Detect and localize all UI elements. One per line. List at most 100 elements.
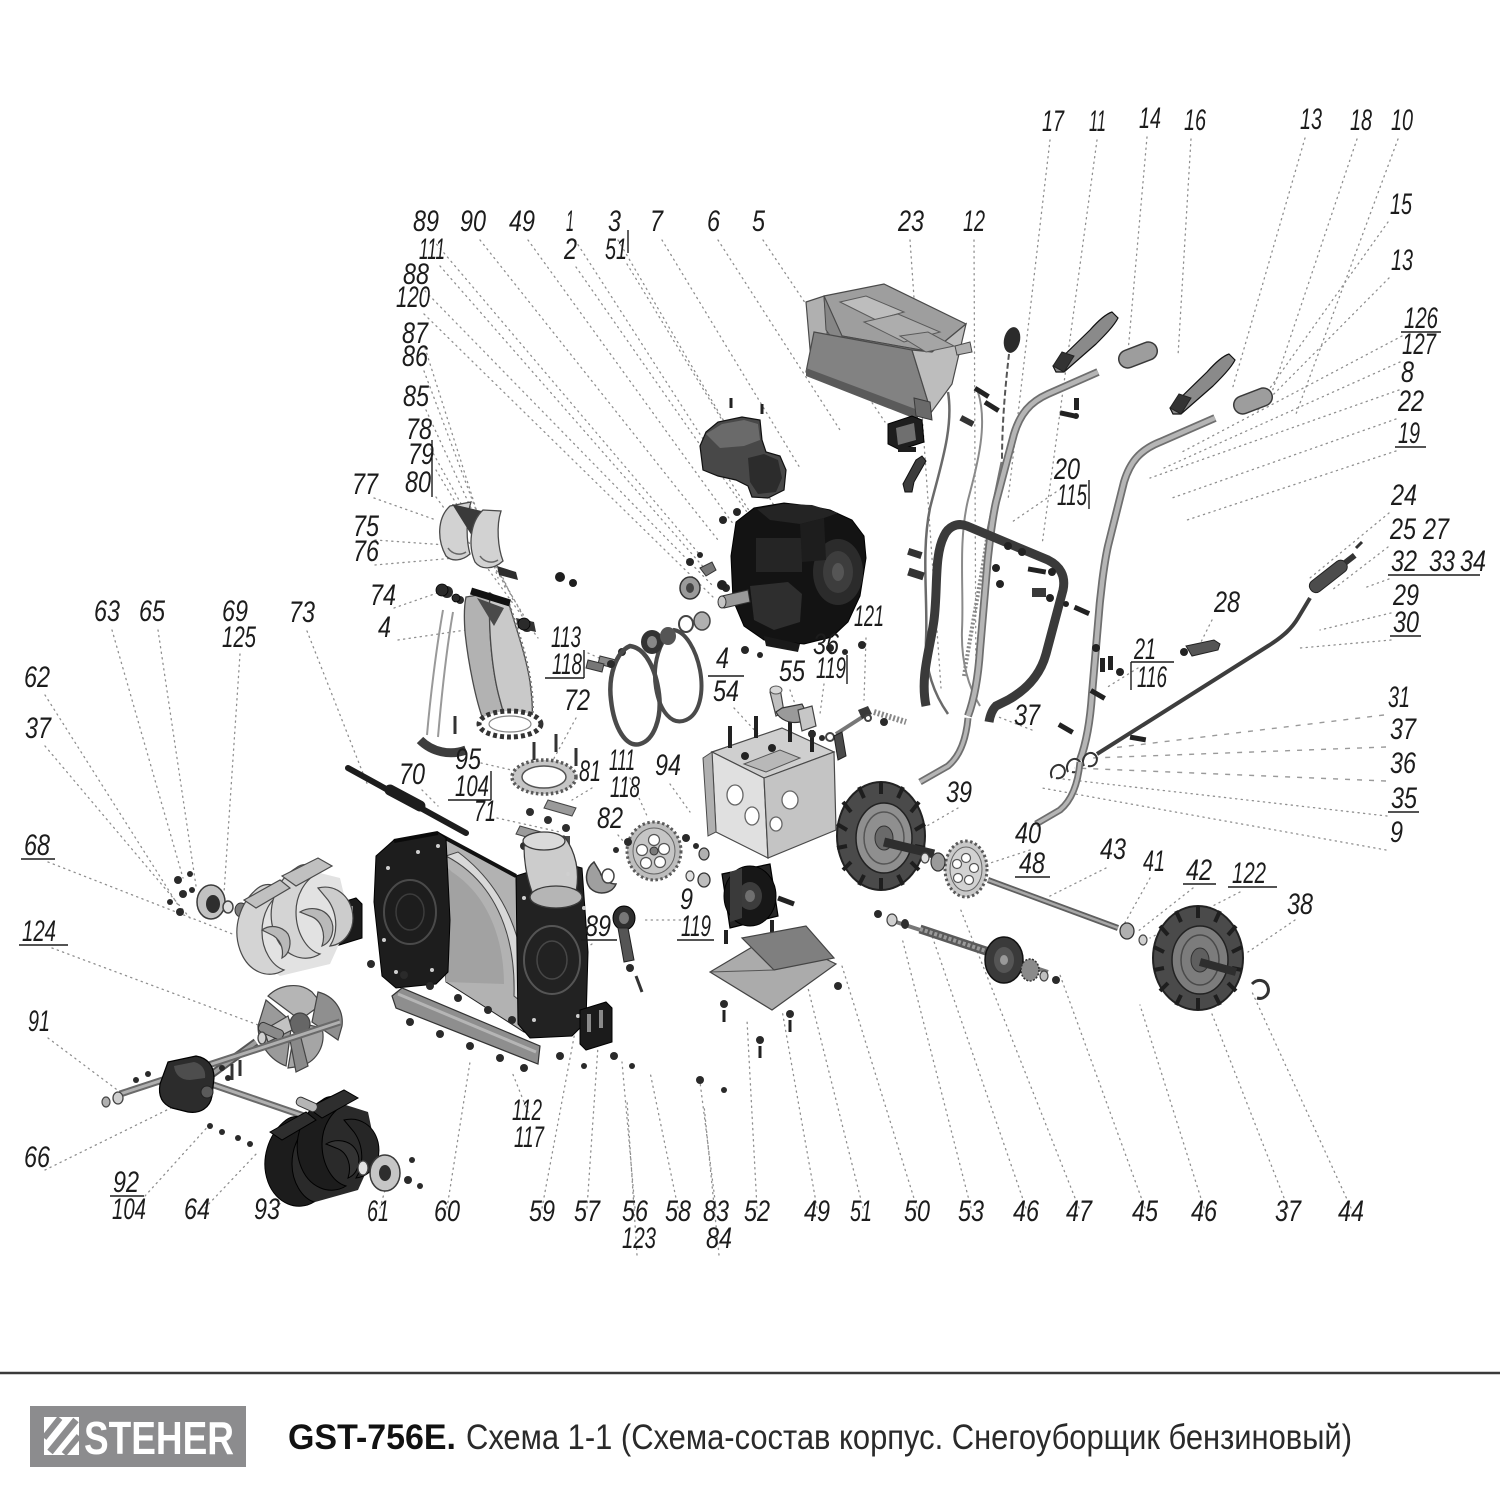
svg-text:63: 63 xyxy=(94,595,120,628)
svg-text:5: 5 xyxy=(752,205,765,238)
svg-text:104: 104 xyxy=(455,770,489,803)
svg-text:80: 80 xyxy=(405,466,431,499)
svg-text:89: 89 xyxy=(585,910,611,943)
svg-text:75: 75 xyxy=(353,510,379,543)
svg-text:92: 92 xyxy=(113,1166,139,1199)
svg-text:84: 84 xyxy=(706,1222,732,1255)
svg-text:42: 42 xyxy=(1186,854,1212,887)
svg-text:41: 41 xyxy=(1143,845,1165,878)
svg-text:78: 78 xyxy=(406,413,432,446)
svg-text:34: 34 xyxy=(1460,545,1486,578)
svg-text:46: 46 xyxy=(1191,1195,1217,1228)
svg-text:43: 43 xyxy=(1100,833,1126,866)
svg-text:40: 40 xyxy=(1015,817,1041,850)
svg-text:58: 58 xyxy=(665,1195,691,1228)
svg-text:115: 115 xyxy=(1057,479,1087,512)
svg-text:17: 17 xyxy=(1042,105,1065,138)
svg-text:71: 71 xyxy=(474,795,496,828)
svg-text:33: 33 xyxy=(1429,545,1455,578)
svg-text:83: 83 xyxy=(703,1195,729,1228)
svg-text:53: 53 xyxy=(958,1195,984,1228)
svg-text:45: 45 xyxy=(1132,1195,1158,1228)
svg-text:119: 119 xyxy=(816,652,846,685)
svg-text:104: 104 xyxy=(112,1193,146,1226)
svg-text:7: 7 xyxy=(650,205,664,238)
svg-text:81: 81 xyxy=(579,755,601,788)
svg-text:82: 82 xyxy=(597,802,623,835)
svg-text:113: 113 xyxy=(551,621,581,654)
svg-text:3: 3 xyxy=(608,205,621,238)
svg-text:31: 31 xyxy=(1388,681,1410,714)
svg-text:74: 74 xyxy=(370,579,396,612)
svg-text:122: 122 xyxy=(1232,857,1266,890)
svg-text:STEHER: STEHER xyxy=(84,1412,234,1464)
svg-text:27: 27 xyxy=(1422,513,1450,546)
svg-text:50: 50 xyxy=(904,1195,930,1228)
svg-text:10: 10 xyxy=(1391,104,1413,137)
svg-text:94: 94 xyxy=(655,749,681,782)
svg-text:118: 118 xyxy=(552,648,582,681)
svg-text:GST-756E.: GST-756E. xyxy=(288,1418,456,1457)
svg-text:Схема 1-1 (Схема-состав корпус: Схема 1-1 (Схема-состав корпус. Снегоубо… xyxy=(466,1418,1352,1457)
svg-text:37: 37 xyxy=(1275,1195,1302,1228)
svg-text:68: 68 xyxy=(24,829,50,862)
svg-text:49: 49 xyxy=(804,1195,830,1228)
svg-text:9: 9 xyxy=(1390,816,1403,849)
svg-text:30: 30 xyxy=(1393,606,1419,639)
svg-text:20: 20 xyxy=(1053,453,1080,486)
svg-text:117: 117 xyxy=(514,1121,545,1154)
svg-text:73: 73 xyxy=(289,596,315,629)
svg-text:57: 57 xyxy=(574,1195,601,1228)
svg-text:61: 61 xyxy=(367,1195,389,1228)
svg-text:13: 13 xyxy=(1391,244,1413,277)
svg-text:79: 79 xyxy=(408,438,434,471)
svg-text:2: 2 xyxy=(563,233,577,266)
svg-text:25: 25 xyxy=(1389,513,1416,546)
svg-text:4: 4 xyxy=(378,611,391,644)
svg-text:127: 127 xyxy=(1402,328,1437,361)
svg-text:111: 111 xyxy=(419,233,445,266)
svg-text:120: 120 xyxy=(396,281,430,314)
svg-text:55: 55 xyxy=(779,655,805,688)
svg-text:62: 62 xyxy=(24,661,50,694)
svg-text:125: 125 xyxy=(222,621,256,654)
svg-text:112: 112 xyxy=(512,1094,542,1127)
svg-text:6: 6 xyxy=(707,205,720,238)
svg-text:91: 91 xyxy=(28,1005,50,1038)
svg-text:1: 1 xyxy=(566,205,574,238)
svg-text:52: 52 xyxy=(744,1195,770,1228)
svg-text:126: 126 xyxy=(1404,302,1438,335)
svg-text:77: 77 xyxy=(352,468,379,501)
svg-text:51: 51 xyxy=(850,1195,872,1228)
svg-text:16: 16 xyxy=(1184,104,1206,137)
svg-text:65: 65 xyxy=(139,595,165,628)
svg-text:124: 124 xyxy=(22,915,56,948)
svg-text:116: 116 xyxy=(1137,661,1167,694)
svg-text:93: 93 xyxy=(254,1193,280,1226)
svg-text:24: 24 xyxy=(1390,479,1417,512)
svg-text:38: 38 xyxy=(1287,888,1313,921)
svg-text:47: 47 xyxy=(1066,1195,1093,1228)
svg-text:64: 64 xyxy=(184,1193,210,1226)
svg-text:87: 87 xyxy=(402,317,429,350)
svg-text:72: 72 xyxy=(564,684,590,717)
svg-text:21: 21 xyxy=(1133,633,1156,666)
svg-text:56: 56 xyxy=(622,1195,648,1228)
svg-text:8: 8 xyxy=(1401,356,1414,389)
svg-text:88: 88 xyxy=(403,258,429,291)
svg-text:4: 4 xyxy=(716,642,729,675)
svg-text:123: 123 xyxy=(622,1222,656,1255)
svg-text:19: 19 xyxy=(1398,417,1420,450)
svg-text:13: 13 xyxy=(1300,103,1322,136)
svg-text:51: 51 xyxy=(605,233,627,266)
svg-text:111: 111 xyxy=(609,744,635,777)
svg-text:118: 118 xyxy=(610,771,640,804)
svg-text:119: 119 xyxy=(681,910,711,943)
svg-text:39: 39 xyxy=(946,776,972,809)
svg-text:35: 35 xyxy=(1391,782,1417,815)
svg-text:49: 49 xyxy=(509,205,535,238)
svg-text:85: 85 xyxy=(403,380,429,413)
svg-text:46: 46 xyxy=(1013,1195,1039,1228)
svg-text:70: 70 xyxy=(399,758,425,791)
svg-text:37: 37 xyxy=(25,712,52,745)
